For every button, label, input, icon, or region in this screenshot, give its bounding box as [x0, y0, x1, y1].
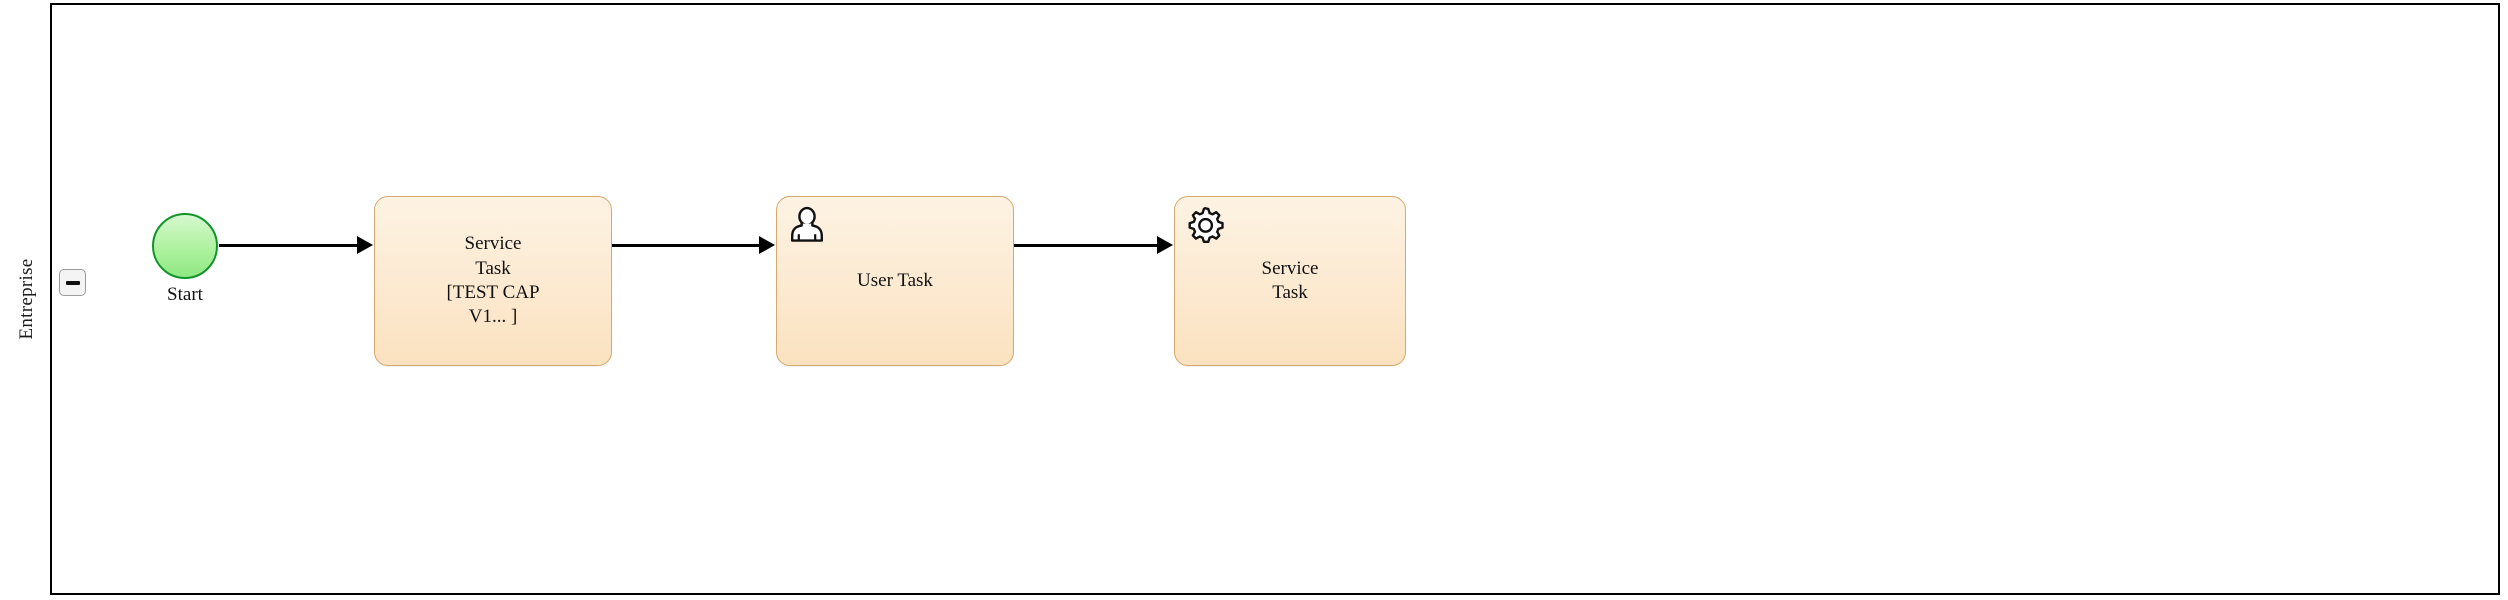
task-service-task-1-label: Service Task [TEST CAP V1... ] — [446, 233, 540, 328]
start-event[interactable] — [152, 213, 218, 279]
sequence-flow-3[interactable] — [1014, 244, 1158, 247]
minus-icon — [65, 280, 80, 285]
task-service-task-1[interactable]: Service Task [TEST CAP V1... ] — [374, 196, 612, 366]
lane-header: Entreprise — [3, 3, 52, 595]
gear-icon — [1185, 205, 1224, 243]
start-event-label: Start — [167, 284, 203, 305]
lane-label: Entreprise — [15, 258, 37, 340]
task-user-task-label: User Task — [857, 269, 933, 291]
lane-collapse-button[interactable] — [59, 269, 86, 296]
sequence-flow-1[interactable] — [219, 244, 358, 247]
task-user-task[interactable]: User Task — [776, 196, 1014, 366]
sequence-flow-2[interactable] — [612, 244, 760, 247]
task-service-task-2[interactable]: Service Task — [1174, 196, 1406, 366]
task-service-task-2-label: Service Task — [1261, 257, 1319, 303]
user-icon — [787, 205, 825, 243]
